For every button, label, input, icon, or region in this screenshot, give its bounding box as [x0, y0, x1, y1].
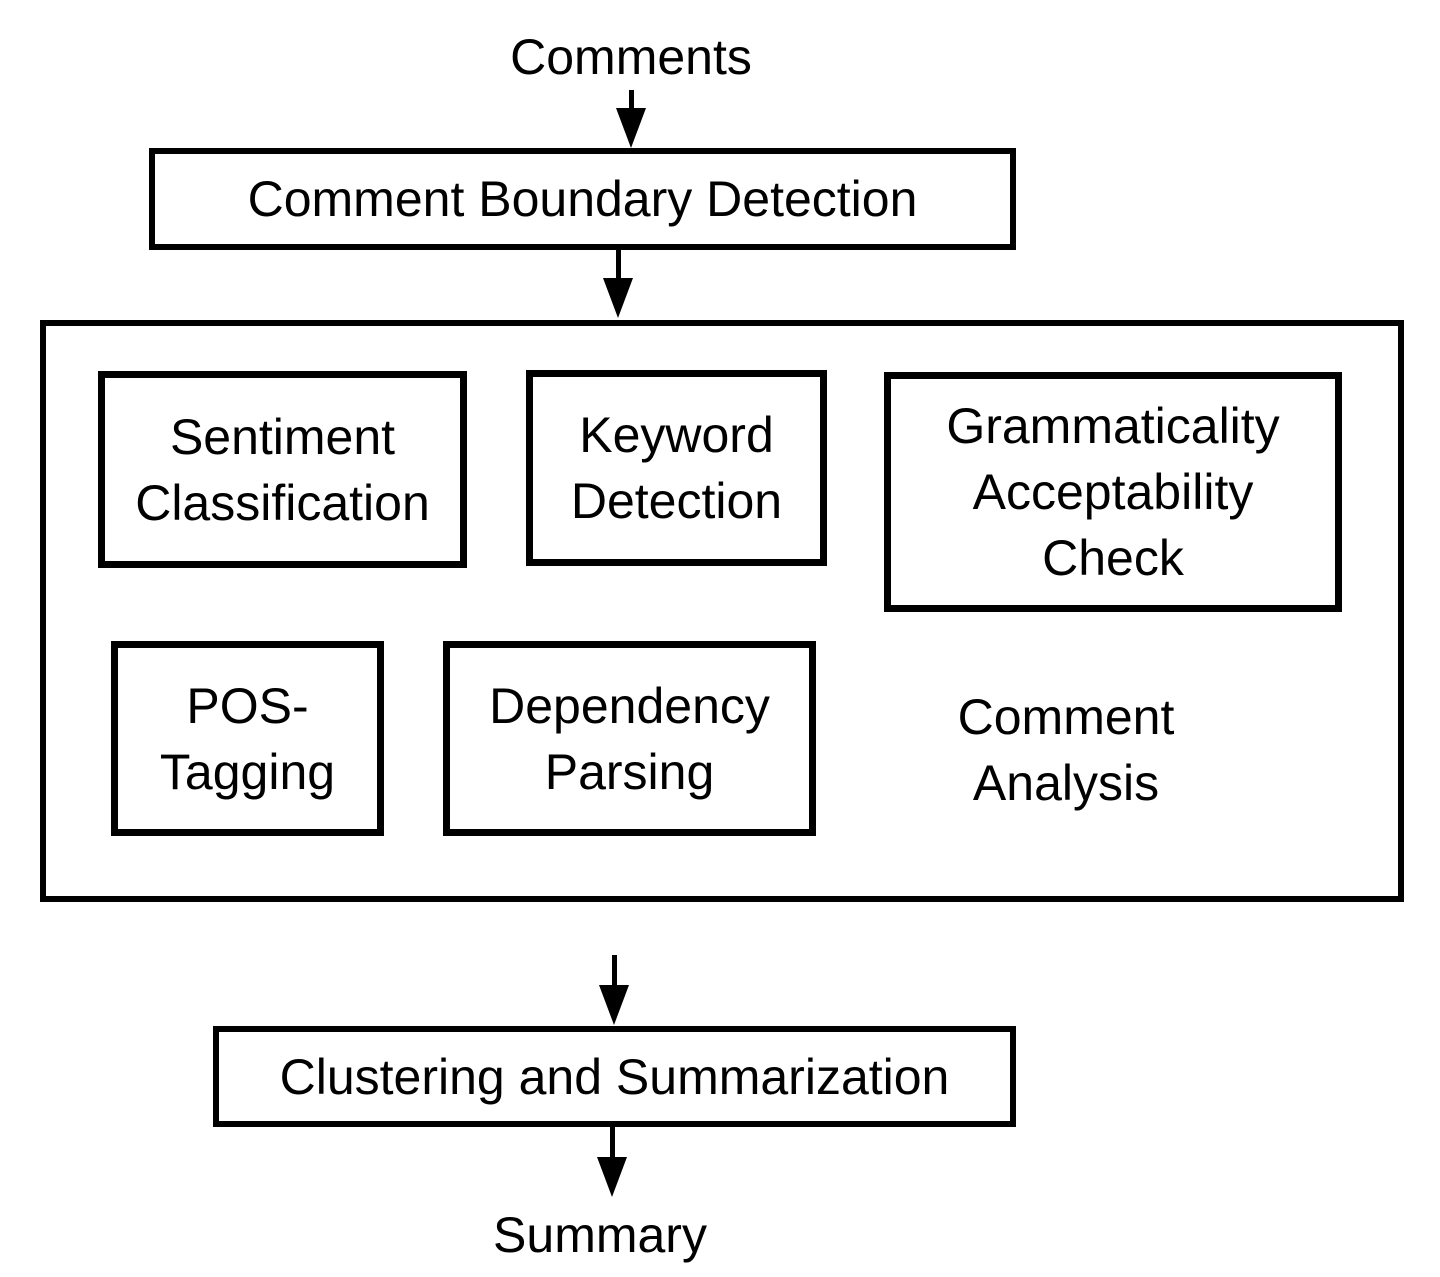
comment-analysis-container-box: Sentiment Classification Keyword Detecti… [40, 320, 1404, 902]
grammaticality-acceptability-check-box: Grammaticality Acceptability Check [884, 372, 1342, 612]
summary-output-label: Summary [493, 1207, 707, 1263]
comment-boundary-detection-box: Comment Boundary Detection [149, 148, 1016, 250]
grammaticality-acceptability-check-label: Grammaticality Acceptability Check [946, 398, 1280, 586]
arrow-shaft [611, 955, 617, 985]
arrow-shaft [628, 90, 634, 108]
arrow-down-icon [599, 955, 629, 1025]
arrow-shaft [609, 1127, 615, 1157]
sentiment-classification-label: Sentiment Classification [135, 408, 430, 531]
clustering-and-summarization-label: Clustering and Summarization [279, 1048, 950, 1105]
pos-tagging-label: POS- Tagging [159, 677, 336, 800]
sentiment-classification-box: Sentiment Classification [98, 371, 467, 568]
arrow-head [597, 1157, 627, 1197]
comment-analysis-caption: Comment Analysis [957, 689, 1175, 811]
comment-boundary-detection-label: Comment Boundary Detection [247, 171, 918, 227]
arrow-head [603, 278, 633, 318]
keyword-detection-label: Keyword Detection [570, 407, 783, 529]
dependency-parsing-box: Dependency Parsing [443, 641, 816, 836]
clustering-and-summarization-box: Clustering and Summarization [213, 1026, 1016, 1127]
dependency-parsing-label: Dependency Parsing [489, 677, 770, 800]
arrow-down-icon [603, 250, 633, 318]
arrow-head [599, 985, 629, 1025]
arrow-shaft [615, 250, 621, 278]
pos-tagging-box: POS- Tagging [111, 641, 384, 836]
arrow-head [616, 108, 646, 148]
comments-input-label: Comments [510, 29, 752, 85]
keyword-detection-box: Keyword Detection [526, 370, 827, 566]
arrow-down-icon [616, 90, 646, 148]
arrow-down-icon [597, 1127, 627, 1197]
